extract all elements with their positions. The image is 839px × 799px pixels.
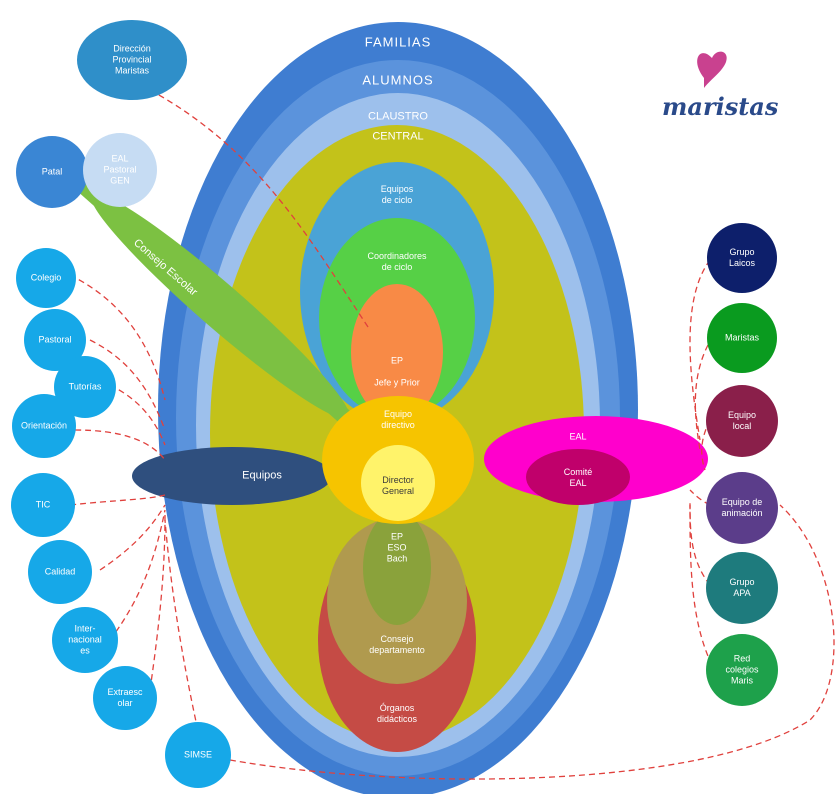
- left-node-9: [165, 722, 231, 788]
- connector-left-6: [99, 504, 166, 571]
- left-node-1-label: Colegio: [30, 272, 62, 283]
- pair-right-label: EAL Pastoral GEN: [103, 153, 137, 186]
- center-label: Equipo directivo: [381, 409, 415, 430]
- right-node-6: [706, 634, 778, 706]
- left-node-8-label: Extraesc olar: [107, 687, 143, 708]
- connector-bottom-loop: [229, 504, 835, 780]
- right-node-6-label: Red colegios Maris: [725, 653, 759, 686]
- node-top-oval: [77, 20, 187, 100]
- right-petal-inner: [526, 449, 630, 505]
- ring-2-label: ALUMNOS: [362, 72, 434, 88]
- node-pair-left: [16, 136, 88, 208]
- right-node-1: [707, 223, 777, 293]
- bottom3-label: Órganos didácticos: [376, 703, 418, 724]
- ring-familias-label: FAMILIAS: [364, 34, 432, 50]
- left-node-5-label: TIC: [35, 499, 51, 510]
- left-node-9-label: SIMSE: [183, 749, 213, 760]
- diagonal-petal-body: [90, 193, 350, 419]
- bottom2-label: Consejo departamento: [369, 634, 425, 655]
- right-node-5: [706, 552, 778, 624]
- right-node-4-label: Equipo de animación: [721, 497, 763, 518]
- connector-left-8: [149, 514, 166, 691]
- pair-left-label: Patal: [41, 166, 63, 177]
- left-node-3-label: Tutorías: [68, 381, 102, 392]
- ring-4-label: CENTRAL: [372, 130, 424, 143]
- top2-label: Coordinadores de ciclo: [367, 251, 427, 272]
- logo: maristas: [662, 92, 779, 121]
- left-node-1: [16, 248, 76, 308]
- right-node-1-label: Grupo Laicos: [728, 247, 756, 268]
- node-pair-right: [83, 133, 157, 207]
- left-node-7-label: Inter- nacional es: [68, 623, 102, 656]
- left-petal-label: Equipos: [242, 469, 282, 482]
- right-petal-inner-label: Comité EAL: [563, 467, 593, 488]
- connector-left-1: [69, 274, 166, 401]
- bottom1-label: EP ESO Bach: [386, 531, 408, 564]
- top-oval-label: Dirección Provincial Maristas: [112, 43, 152, 76]
- left-node-6-label: Calidad: [44, 566, 76, 577]
- left-petal: [132, 447, 332, 505]
- logo-heart-icon: [697, 51, 727, 88]
- left-node-2: [24, 309, 86, 371]
- ring-3-label: CLAUSTRO: [368, 110, 428, 123]
- left-node-3: [54, 356, 116, 418]
- right-node-2-label: Maristas: [724, 332, 760, 343]
- top3-label: EP Jefe y Prior: [374, 355, 420, 388]
- connector-right-5: [689, 499, 711, 586]
- right-node-3: [706, 385, 778, 457]
- connector-left-2: [89, 339, 166, 431]
- right-node-5-label: Grupo APA: [729, 577, 755, 598]
- bottom-ellipse-1: [363, 511, 431, 625]
- left-node-2-label: Pastoral: [38, 334, 72, 345]
- left-node-6: [28, 540, 92, 604]
- right-node-3-label: Equipo local: [727, 410, 757, 431]
- left-node-4-label: Orientación: [20, 420, 68, 431]
- right-node-4: [706, 472, 778, 544]
- left-node-7: [52, 607, 118, 673]
- right-petal-label: EAL: [569, 431, 587, 442]
- left-node-8: [93, 666, 157, 730]
- center-inner-label: Director General: [381, 475, 415, 496]
- connector-right-6: [689, 504, 713, 666]
- connector-left-7: [109, 509, 166, 641]
- top1-label: Equipos de ciclo: [380, 184, 414, 205]
- left-node-5: [11, 473, 75, 537]
- connector-left-5: [69, 494, 166, 506]
- connector-left-4: [74, 429, 166, 461]
- connector-left-3: [109, 384, 166, 446]
- connector-right-2: [694, 344, 709, 451]
- left-node-4: [12, 394, 76, 458]
- right-node-2: [707, 303, 777, 373]
- center-inner-ellipse: [361, 445, 435, 521]
- top-ellipse-3: [351, 284, 443, 420]
- connector-left-9: [164, 519, 201, 741]
